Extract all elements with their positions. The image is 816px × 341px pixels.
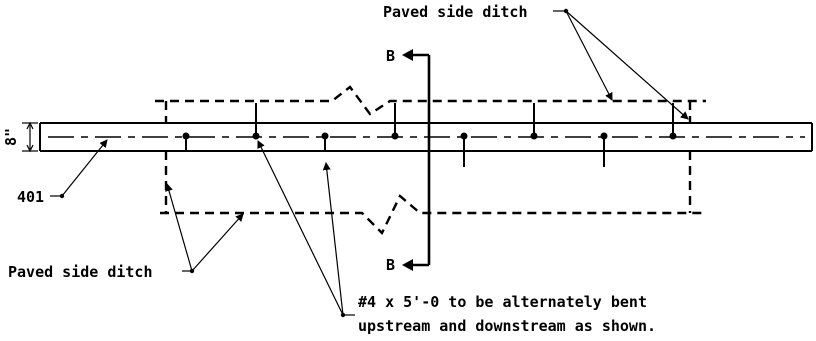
section-label-bottom: B bbox=[386, 256, 395, 274]
leader-lines bbox=[50, 8, 689, 318]
bar-note-line2: upstream and downstream as shown. bbox=[358, 317, 656, 335]
dimension-label: 8" bbox=[2, 128, 20, 146]
paved-ditch-label-bottom: Paved side ditch bbox=[8, 263, 153, 281]
dimension-8in bbox=[22, 121, 38, 153]
section-label-top: B bbox=[386, 47, 395, 65]
reinforcing-bars bbox=[182, 103, 677, 167]
bar-note-line1: #4 x 5'-0 to be alternately bent bbox=[358, 293, 647, 311]
paved-ditch-label-top: Paved side ditch bbox=[383, 3, 528, 21]
bar bbox=[321, 132, 329, 150]
bar bbox=[252, 103, 260, 140]
section-cut-line bbox=[402, 49, 431, 271]
bar bbox=[460, 132, 468, 167]
bar bbox=[530, 103, 538, 140]
bar bbox=[182, 132, 190, 150]
bar bbox=[669, 103, 677, 140]
paved-ditch-top-outline bbox=[155, 85, 706, 123]
bar bbox=[391, 103, 399, 140]
wall-outline bbox=[39, 122, 813, 152]
paved-ditch-bottom-outline bbox=[160, 151, 706, 236]
bar bbox=[600, 132, 608, 167]
wall-id-label: 401 bbox=[17, 188, 44, 206]
